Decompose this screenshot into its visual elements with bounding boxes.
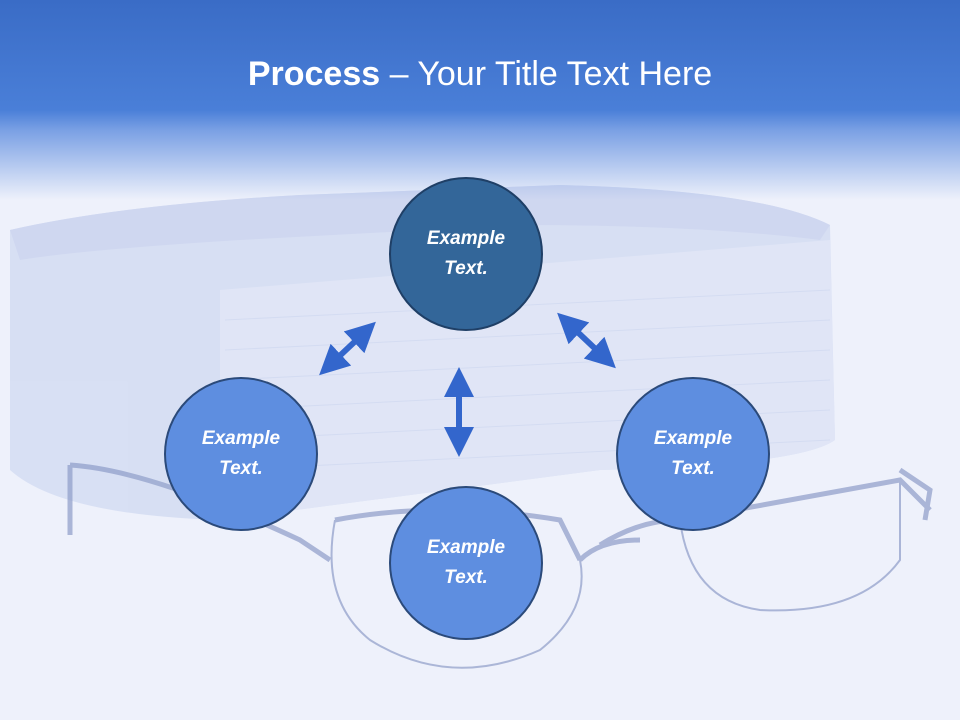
- process-node-right: Example Text.: [616, 377, 770, 531]
- process-node-left: Example Text.: [164, 377, 318, 531]
- arrow-top-right: [557, 312, 616, 369]
- node-right-text: Example Text.: [653, 428, 733, 479]
- node-left-text: Example Text.: [201, 428, 281, 479]
- title-bold: Process: [247, 55, 381, 93]
- title-rest: – Your Title Text Here: [380, 55, 713, 93]
- node-top-text: Example Text.: [426, 228, 506, 279]
- slide-title: Process – Your Title Text Here: [0, 52, 960, 96]
- arrow-left-top: [319, 321, 376, 376]
- header-band: [0, 0, 960, 200]
- process-node-bottom: Example Text.: [389, 486, 543, 640]
- process-node-top: Example Text.: [389, 177, 543, 331]
- node-bottom-text: Example Text.: [426, 537, 506, 588]
